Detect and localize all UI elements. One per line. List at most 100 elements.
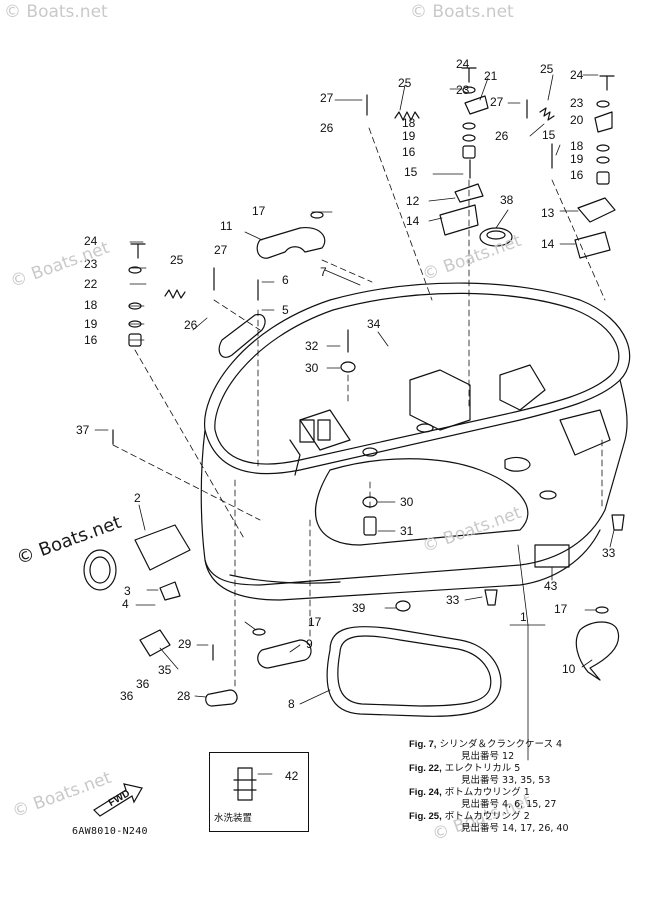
callout-number: 6 bbox=[282, 273, 289, 287]
cowling-rim-inner bbox=[214, 292, 620, 465]
callout-number: 14 bbox=[541, 237, 555, 251]
callout-number: 2 bbox=[134, 491, 141, 505]
fwd-arrow-icon bbox=[93, 783, 143, 817]
clip-20 bbox=[594, 111, 613, 133]
callout-number: 3 bbox=[124, 584, 131, 598]
drawing-code: 6AW8010-N240 bbox=[72, 826, 148, 837]
callout-number: 23 bbox=[84, 257, 98, 271]
callout-number: 26 bbox=[320, 121, 334, 135]
cowling-lower-lip bbox=[229, 574, 341, 584]
callout-number: 16 bbox=[402, 145, 416, 159]
callout-number: 9 bbox=[306, 637, 313, 651]
callout-number: 8 bbox=[288, 697, 295, 711]
watermark: © Boats.net bbox=[4, 2, 108, 22]
cowling-rim-outer bbox=[204, 282, 631, 475]
spring-25c bbox=[164, 289, 186, 299]
callout-number: 24 bbox=[456, 57, 470, 71]
callout-number: 37 bbox=[76, 423, 90, 437]
callout-number: 18 bbox=[84, 298, 98, 312]
callout-number: 39 bbox=[352, 601, 366, 615]
callout-number: 4 bbox=[122, 597, 129, 611]
callout-number: 36 bbox=[136, 677, 150, 691]
plug-2 bbox=[134, 524, 191, 571]
reference-sub: 見出番号 14, 17, 26, 40 bbox=[461, 823, 569, 834]
reference-sub: 見出番号 4, 6, 15, 27 bbox=[461, 799, 557, 810]
callout-number: 16 bbox=[570, 168, 584, 182]
callout-number: 36 bbox=[120, 689, 134, 703]
callout-number: 10 bbox=[562, 662, 576, 676]
subassembly-box bbox=[209, 752, 309, 832]
callout-number: 42 bbox=[285, 769, 299, 783]
callout-number: 21 bbox=[484, 69, 498, 83]
callout-number: 25 bbox=[398, 76, 412, 90]
callout-number: 28 bbox=[177, 689, 191, 703]
callout-number: 33 bbox=[602, 546, 616, 560]
callout-number: 24 bbox=[570, 68, 584, 82]
plate-14a bbox=[439, 204, 479, 236]
reference-sub: 見出番号 12 bbox=[461, 751, 515, 762]
nipple-42 bbox=[233, 767, 257, 801]
callout-number: 19 bbox=[84, 317, 98, 331]
callout-number: 23 bbox=[456, 83, 470, 97]
reference-sub: 見出番号 33, 35, 53 bbox=[461, 775, 551, 786]
callout-number: 7 bbox=[320, 265, 327, 279]
callout-number: 25 bbox=[540, 62, 554, 76]
spring-25b bbox=[539, 107, 555, 121]
callout-number: 11 bbox=[220, 219, 233, 233]
callout-number: 38 bbox=[500, 193, 514, 207]
plate-14b bbox=[574, 231, 611, 259]
callout-number: 17 bbox=[308, 615, 322, 629]
spring-25a bbox=[394, 111, 420, 121]
callout-number: 13 bbox=[541, 206, 555, 220]
callout-number: 15 bbox=[542, 128, 556, 142]
callout-number: 33 bbox=[446, 593, 460, 607]
clip-21 bbox=[464, 95, 489, 115]
callout-number: 26 bbox=[495, 129, 509, 143]
callout-number: 17 bbox=[252, 204, 266, 218]
seal-8 bbox=[326, 626, 502, 717]
callout-number: 19 bbox=[570, 152, 584, 166]
callout-number: 26 bbox=[184, 318, 198, 332]
reference-entry: Fig. 25, ボトムカウリング 2 bbox=[409, 811, 530, 822]
reference-entry: Fig. 22, エレクトリカル 5 bbox=[409, 763, 521, 774]
callout-number: 22 bbox=[84, 277, 98, 291]
callout-number: 34 bbox=[367, 317, 381, 331]
callout-number: 43 bbox=[544, 579, 558, 593]
bracket-13 bbox=[577, 197, 616, 223]
reference-entry: Fig. 24, ボトムカウリング 1 bbox=[409, 787, 530, 798]
cowling-base bbox=[204, 529, 601, 601]
bolts bbox=[112, 67, 615, 661]
subassembly-caption: 水洗装置 bbox=[214, 813, 253, 824]
callout-number: 29 bbox=[178, 637, 192, 651]
bracket-5 bbox=[218, 313, 266, 358]
callout-number: 27 bbox=[320, 91, 334, 105]
connector-35 bbox=[139, 629, 171, 657]
callout-number: 30 bbox=[400, 495, 414, 509]
reference-list: Fig. 7, シリンダ＆クランクケース 4 見出番号 12 Fig. 22, … bbox=[409, 739, 649, 899]
callout-number: 19 bbox=[402, 129, 416, 143]
bracket-12 bbox=[454, 183, 484, 203]
callout-number: 16 bbox=[84, 333, 98, 347]
cowling-body bbox=[200, 379, 628, 586]
callout-number: 27 bbox=[490, 95, 504, 109]
lever-10 bbox=[575, 621, 620, 681]
callout-number: 18 bbox=[402, 116, 416, 130]
callout-number: 23 bbox=[570, 96, 584, 110]
callout-number: 1 bbox=[520, 610, 527, 624]
callout-number: 24 bbox=[84, 234, 98, 248]
callout-number: 35 bbox=[158, 663, 172, 677]
hook-11 bbox=[256, 226, 326, 259]
callout-number: 30 bbox=[305, 361, 319, 375]
hook-9 bbox=[257, 639, 312, 669]
callout-number: 17 bbox=[554, 602, 568, 616]
callout-number: 20 bbox=[570, 113, 584, 127]
callout-number: 31 bbox=[400, 524, 414, 538]
callout-number: 15 bbox=[404, 165, 418, 179]
callout-number: 25 bbox=[170, 253, 184, 267]
callout-number: 27 bbox=[214, 243, 228, 257]
reference-entry: Fig. 7, シリンダ＆クランクケース 4 bbox=[409, 739, 563, 750]
callout-number: 32 bbox=[305, 339, 319, 353]
callout-number: 5 bbox=[282, 303, 289, 317]
callout-number: 12 bbox=[406, 194, 420, 208]
